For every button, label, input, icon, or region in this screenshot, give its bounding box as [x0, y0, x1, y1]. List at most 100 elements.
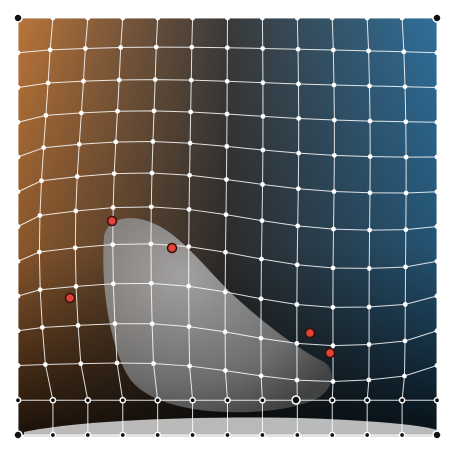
pinned-handle-point[interactable]	[291, 395, 301, 405]
mesh-point[interactable]	[45, 80, 51, 86]
mesh-point[interactable]	[151, 361, 156, 366]
mesh-point[interactable]	[187, 172, 192, 178]
mesh-point[interactable]	[222, 329, 228, 335]
locked-mesh-point[interactable]	[49, 396, 57, 404]
locked-mesh-point[interactable]	[293, 431, 301, 439]
mesh-point[interactable]	[190, 15, 195, 21]
mesh-point[interactable]	[222, 289, 228, 295]
locked-mesh-point[interactable]	[398, 396, 406, 404]
mesh-point[interactable]	[37, 287, 43, 293]
mesh-point[interactable]	[112, 321, 118, 327]
mesh-point[interactable]	[260, 15, 265, 21]
mesh-point[interactable]	[39, 325, 45, 330]
mesh-point[interactable]	[330, 265, 336, 271]
mesh-point[interactable]	[399, 15, 405, 21]
mesh-point[interactable]	[434, 85, 440, 90]
pinned-corner-point[interactable]	[432, 13, 442, 23]
mesh-point[interactable]	[41, 145, 47, 151]
mesh-point[interactable]	[110, 242, 116, 247]
mesh-point[interactable]	[260, 113, 266, 119]
mesh-point[interactable]	[186, 207, 192, 212]
pinned-corner-point[interactable]	[432, 430, 442, 440]
locked-mesh-point[interactable]	[119, 396, 127, 404]
mesh-point[interactable]	[434, 189, 440, 195]
mesh-point[interactable]	[330, 47, 336, 53]
selected-warp-handle[interactable]	[304, 327, 316, 339]
mesh-point[interactable]	[294, 302, 300, 307]
mesh-point[interactable]	[149, 321, 155, 327]
mesh-point[interactable]	[82, 46, 88, 51]
mesh-point[interactable]	[153, 44, 159, 50]
mesh-point[interactable]	[151, 108, 157, 114]
mesh-point[interactable]	[331, 189, 337, 194]
selected-warp-handle[interactable]	[324, 347, 336, 359]
mesh-point[interactable]	[434, 119, 440, 125]
mesh-point[interactable]	[15, 119, 21, 125]
mesh-point[interactable]	[39, 178, 44, 184]
mesh-point[interactable]	[72, 245, 78, 251]
mesh-point[interactable]	[15, 50, 21, 56]
mesh-point[interactable]	[259, 256, 264, 262]
mesh-point[interactable]	[188, 77, 194, 83]
mesh-point[interactable]	[74, 174, 80, 179]
locked-mesh-point[interactable]	[328, 431, 336, 439]
mesh-point[interactable]	[120, 15, 126, 21]
mesh-point[interactable]	[188, 109, 194, 115]
mesh-point[interactable]	[434, 258, 440, 264]
mesh-point[interactable]	[224, 45, 230, 51]
mesh-point[interactable]	[258, 335, 264, 341]
mesh-point[interactable]	[295, 186, 301, 192]
mesh-point[interactable]	[15, 189, 21, 195]
mesh-point[interactable]	[152, 77, 158, 83]
mesh-point[interactable]	[73, 208, 79, 214]
locked-mesh-point[interactable]	[259, 396, 266, 404]
mesh-point[interactable]	[434, 154, 440, 160]
mesh-point[interactable]	[148, 241, 154, 247]
mesh-point[interactable]	[150, 139, 156, 144]
mesh-point[interactable]	[434, 293, 440, 299]
mesh-point[interactable]	[43, 113, 49, 118]
locked-mesh-point[interactable]	[363, 431, 371, 439]
selected-warp-handle[interactable]	[64, 292, 76, 304]
mesh-point[interactable]	[366, 48, 372, 54]
mesh-point[interactable]	[36, 249, 42, 255]
locked-mesh-point[interactable]	[84, 396, 92, 404]
locked-mesh-point[interactable]	[224, 431, 231, 439]
mesh-point[interactable]	[47, 47, 53, 53]
mesh-point[interactable]	[223, 249, 228, 255]
locked-mesh-point[interactable]	[154, 431, 162, 439]
mesh-point[interactable]	[366, 342, 372, 347]
mesh-point[interactable]	[403, 190, 409, 196]
mesh-point[interactable]	[402, 338, 408, 344]
mesh-point[interactable]	[118, 45, 124, 50]
locked-mesh-point[interactable]	[259, 431, 266, 439]
mesh-point[interactable]	[15, 224, 21, 229]
mesh-point[interactable]	[296, 150, 302, 156]
mesh-point[interactable]	[114, 360, 120, 366]
mesh-point[interactable]	[331, 117, 337, 123]
mesh-point[interactable]	[260, 147, 266, 153]
mesh-point[interactable]	[73, 283, 79, 289]
mesh-point[interactable]	[85, 15, 91, 21]
mesh-point[interactable]	[186, 283, 192, 289]
mesh-point[interactable]	[50, 15, 56, 21]
mesh-point[interactable]	[113, 139, 119, 145]
mesh-point[interactable]	[15, 328, 21, 334]
mesh-point[interactable]	[111, 171, 117, 176]
mesh-point[interactable]	[78, 361, 84, 367]
mesh-point[interactable]	[186, 324, 192, 329]
mesh-point[interactable]	[403, 264, 408, 270]
locked-mesh-point[interactable]	[84, 431, 92, 439]
mesh-point[interactable]	[81, 78, 86, 84]
mesh-point[interactable]	[330, 343, 336, 349]
mesh-point[interactable]	[225, 15, 230, 21]
mesh-point[interactable]	[329, 15, 335, 21]
mesh-point[interactable]	[260, 182, 265, 187]
mesh-point[interactable]	[223, 212, 229, 217]
mesh-point[interactable]	[366, 377, 372, 383]
mesh-point[interactable]	[296, 81, 301, 87]
mesh-point[interactable]	[15, 258, 21, 264]
mesh-point[interactable]	[186, 244, 192, 250]
mesh-point[interactable]	[259, 218, 265, 224]
